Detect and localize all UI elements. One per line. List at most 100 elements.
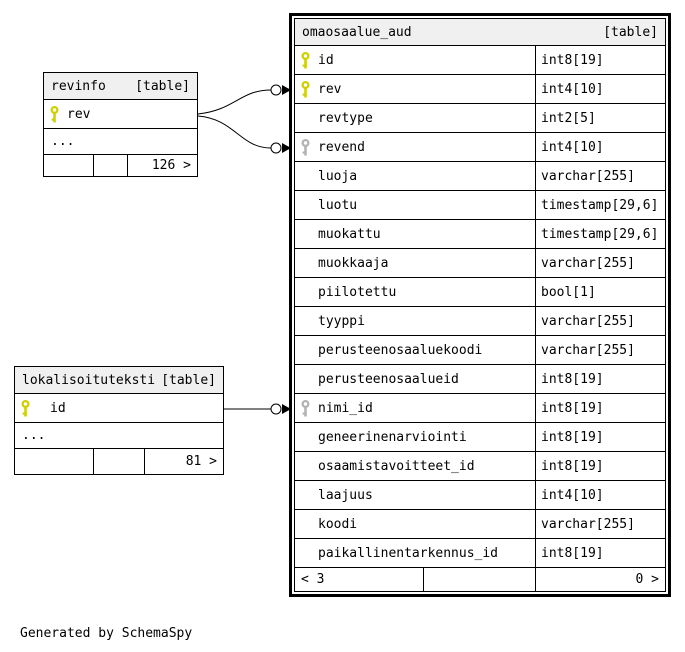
zero-or-one-circle (270, 84, 282, 96)
column-name: luotu (318, 197, 358, 213)
key-icon (301, 399, 310, 417)
column-name: perusteenosaalueid (318, 371, 459, 387)
column-name: muokattu (318, 226, 381, 242)
table-row[interactable]: piilotettu bool[1] (295, 278, 665, 307)
column-type: timestamp[29,6] (535, 191, 665, 219)
table-title: revinfo (51, 78, 106, 94)
column-name: tyyppi (318, 313, 365, 329)
column-type: int8[19] (535, 365, 665, 393)
column-type: int4[10] (535, 481, 665, 509)
column-name: rev (67, 106, 91, 122)
table-tag: [table] (603, 24, 658, 40)
column-type: int8[19] (535, 423, 665, 451)
column-type: bool[1] (535, 278, 665, 306)
key-icon (21, 399, 30, 417)
table-row[interactable]: tyyppi varchar[255] (295, 307, 665, 336)
relationship-revinfo-revend (197, 115, 291, 154)
pager-cell-empty (93, 449, 144, 474)
more-columns-ellipsis: ... (15, 423, 223, 449)
column-type: int4[10] (535, 133, 665, 161)
table-lokalisoituteksti[interactable]: lokalisoituteksti [table] id ... 81 > (14, 366, 224, 475)
table-row[interactable]: osaamistavoitteet_id int8[19] (295, 452, 665, 481)
table-title: lokalisoituteksti (22, 372, 156, 388)
column-name: geneerinenarviointi (318, 429, 467, 445)
generated-by-note: Generated by SchemaSpy (20, 626, 193, 641)
more-columns-ellipsis: ... (44, 129, 197, 155)
table-row[interactable]: muokattu timestamp[29,6] (295, 220, 665, 249)
column-name: id (318, 52, 334, 68)
column-type: int8[19] (535, 394, 665, 422)
pager-count-right: 126 > (127, 155, 197, 176)
column-type: int8[19] (535, 46, 665, 74)
relationship-revinfo-rev (197, 84, 291, 115)
pager-count-left: < 3 (301, 572, 325, 587)
column-type: varchar[255] (535, 336, 665, 364)
key-icon (50, 105, 59, 123)
table-revinfo[interactable]: revinfo [table] rev ... 126 > (43, 72, 198, 177)
column-type: varchar[255] (535, 162, 665, 190)
table-row[interactable]: paikallinentarkennus_id int8[19] (295, 539, 665, 568)
column-name: nimi_id (318, 400, 373, 416)
pager-count-right: 0 > (535, 568, 665, 591)
table-tag: [table] (161, 372, 216, 388)
column-type: int4[10] (535, 75, 665, 103)
key-icon (301, 138, 310, 156)
table-row[interactable]: id (15, 394, 223, 423)
table-row[interactable]: revtype int2[5] (295, 104, 665, 133)
arrowhead-icon (282, 143, 291, 153)
column-type: varchar[255] (535, 249, 665, 277)
arrowhead-icon (282, 404, 291, 414)
key-icon (301, 80, 310, 98)
table-row[interactable]: nimi_id int8[19] (295, 394, 665, 423)
pager-cell-empty (15, 449, 93, 474)
column-name: revend (318, 139, 365, 155)
table-row[interactable]: id int8[19] (295, 46, 665, 75)
table-omaosaalue-aud-header[interactable]: omaosaalue_aud [table] (295, 19, 665, 46)
table-omaosaalue-aud[interactable]: omaosaalue_aud [table] id int8[19] rev (289, 13, 671, 597)
column-name: paikallinentarkennus_id (318, 545, 499, 561)
table-row[interactable]: laajuus int4[10] (295, 481, 665, 510)
column-type: int8[19] (535, 539, 665, 567)
column-name: id (50, 400, 66, 416)
table-pager: 126 > (44, 155, 197, 176)
column-name: perusteenosaaluekoodi (318, 342, 483, 358)
column-name: revtype (318, 110, 373, 126)
column-name: osaamistavoitteet_id (318, 458, 475, 474)
table-tag: [table] (135, 78, 190, 94)
table-lokalisoituteksti-header[interactable]: lokalisoituteksti [table] (15, 367, 223, 394)
table-row[interactable]: revend int4[10] (295, 133, 665, 162)
table-row[interactable]: koodi varchar[255] (295, 510, 665, 539)
table-row[interactable]: geneerinenarviointi int8[19] (295, 423, 665, 452)
zero-or-one-circle (270, 403, 282, 415)
pager-count-right: 81 > (144, 449, 223, 474)
key-icon (301, 51, 310, 69)
table-row[interactable]: rev (44, 100, 197, 129)
table-title: omaosaalue_aud (302, 24, 412, 40)
pager-cell-empty (93, 155, 127, 176)
column-type: int8[19] (535, 452, 665, 480)
pager-cell-empty (423, 568, 535, 591)
table-revinfo-header[interactable]: revinfo [table] (44, 73, 197, 100)
relationship-lokalisoituteksti-nimi-id (224, 403, 291, 415)
table-row[interactable]: luoja varchar[255] (295, 162, 665, 191)
column-name: luoja (318, 168, 358, 184)
table-row[interactable]: perusteenosaalueid int8[19] (295, 365, 665, 394)
column-type: varchar[255] (535, 307, 665, 335)
column-type: int2[5] (535, 104, 665, 132)
column-type: timestamp[29,6] (535, 220, 665, 248)
column-name: rev (318, 81, 342, 97)
table-pager: 81 > (15, 449, 223, 474)
zero-or-one-circle (270, 142, 282, 154)
table-row[interactable]: luotu timestamp[29,6] (295, 191, 665, 220)
table-row[interactable]: muokkaaja varchar[255] (295, 249, 665, 278)
column-name: koodi (318, 516, 358, 532)
column-name: muokkaaja (318, 255, 389, 271)
table-row[interactable]: perusteenosaaluekoodi varchar[255] (295, 336, 665, 365)
pager-cell-empty (44, 155, 93, 176)
arrowhead-icon (282, 85, 291, 95)
table-row[interactable]: rev int4[10] (295, 75, 665, 104)
column-name: laajuus (318, 487, 373, 503)
column-type: varchar[255] (535, 510, 665, 538)
